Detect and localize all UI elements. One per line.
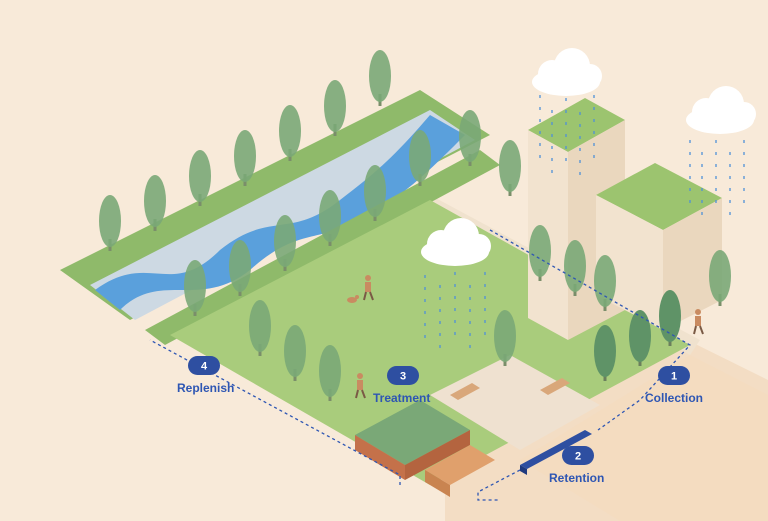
step-number: 1: [671, 371, 677, 383]
step-label: Retention: [549, 471, 604, 485]
step-label: Collection: [645, 391, 703, 405]
step-number: 3: [400, 371, 406, 383]
step-label: Replenish: [177, 381, 234, 395]
step-number: 4: [201, 361, 208, 373]
step-label: Treatment: [373, 391, 430, 405]
step-number: 2: [575, 451, 581, 463]
